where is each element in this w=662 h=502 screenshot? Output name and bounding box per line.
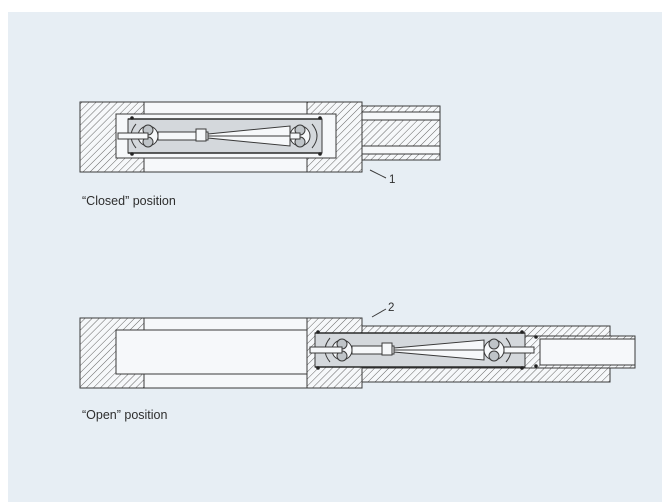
open-view: 2 “Open” position [79,302,636,422]
right-shaft [503,346,535,354]
callout-leader-1 [369,169,387,179]
outer-sleeve-bottom-wall [361,367,611,383]
right-ball-lower [488,350,500,362]
left-shaft [117,132,149,140]
left-shaft [309,346,343,354]
shaft-block [195,128,207,142]
shaft-block [381,342,393,356]
callout-leader-2 [371,308,387,318]
callout-label-2: 2 [388,302,394,314]
outer-sleeve-gap-top [361,111,441,121]
right-ball-upper [488,338,500,350]
outer-sleeve-top-wall [361,105,441,113]
closed-position-caption: “Closed” position [82,194,176,208]
rod-end-bore [539,338,636,366]
figure-panel [8,12,662,502]
empty-chamber [115,329,308,375]
closed-view: 1 “Closed” position [79,101,441,208]
outer-sleeve-gap-bottom [361,145,441,155]
open-position-caption: “Open” position [82,408,168,422]
callout-label-1: 1 [389,174,395,186]
outer-sleeve-bottom-wall [361,153,441,161]
